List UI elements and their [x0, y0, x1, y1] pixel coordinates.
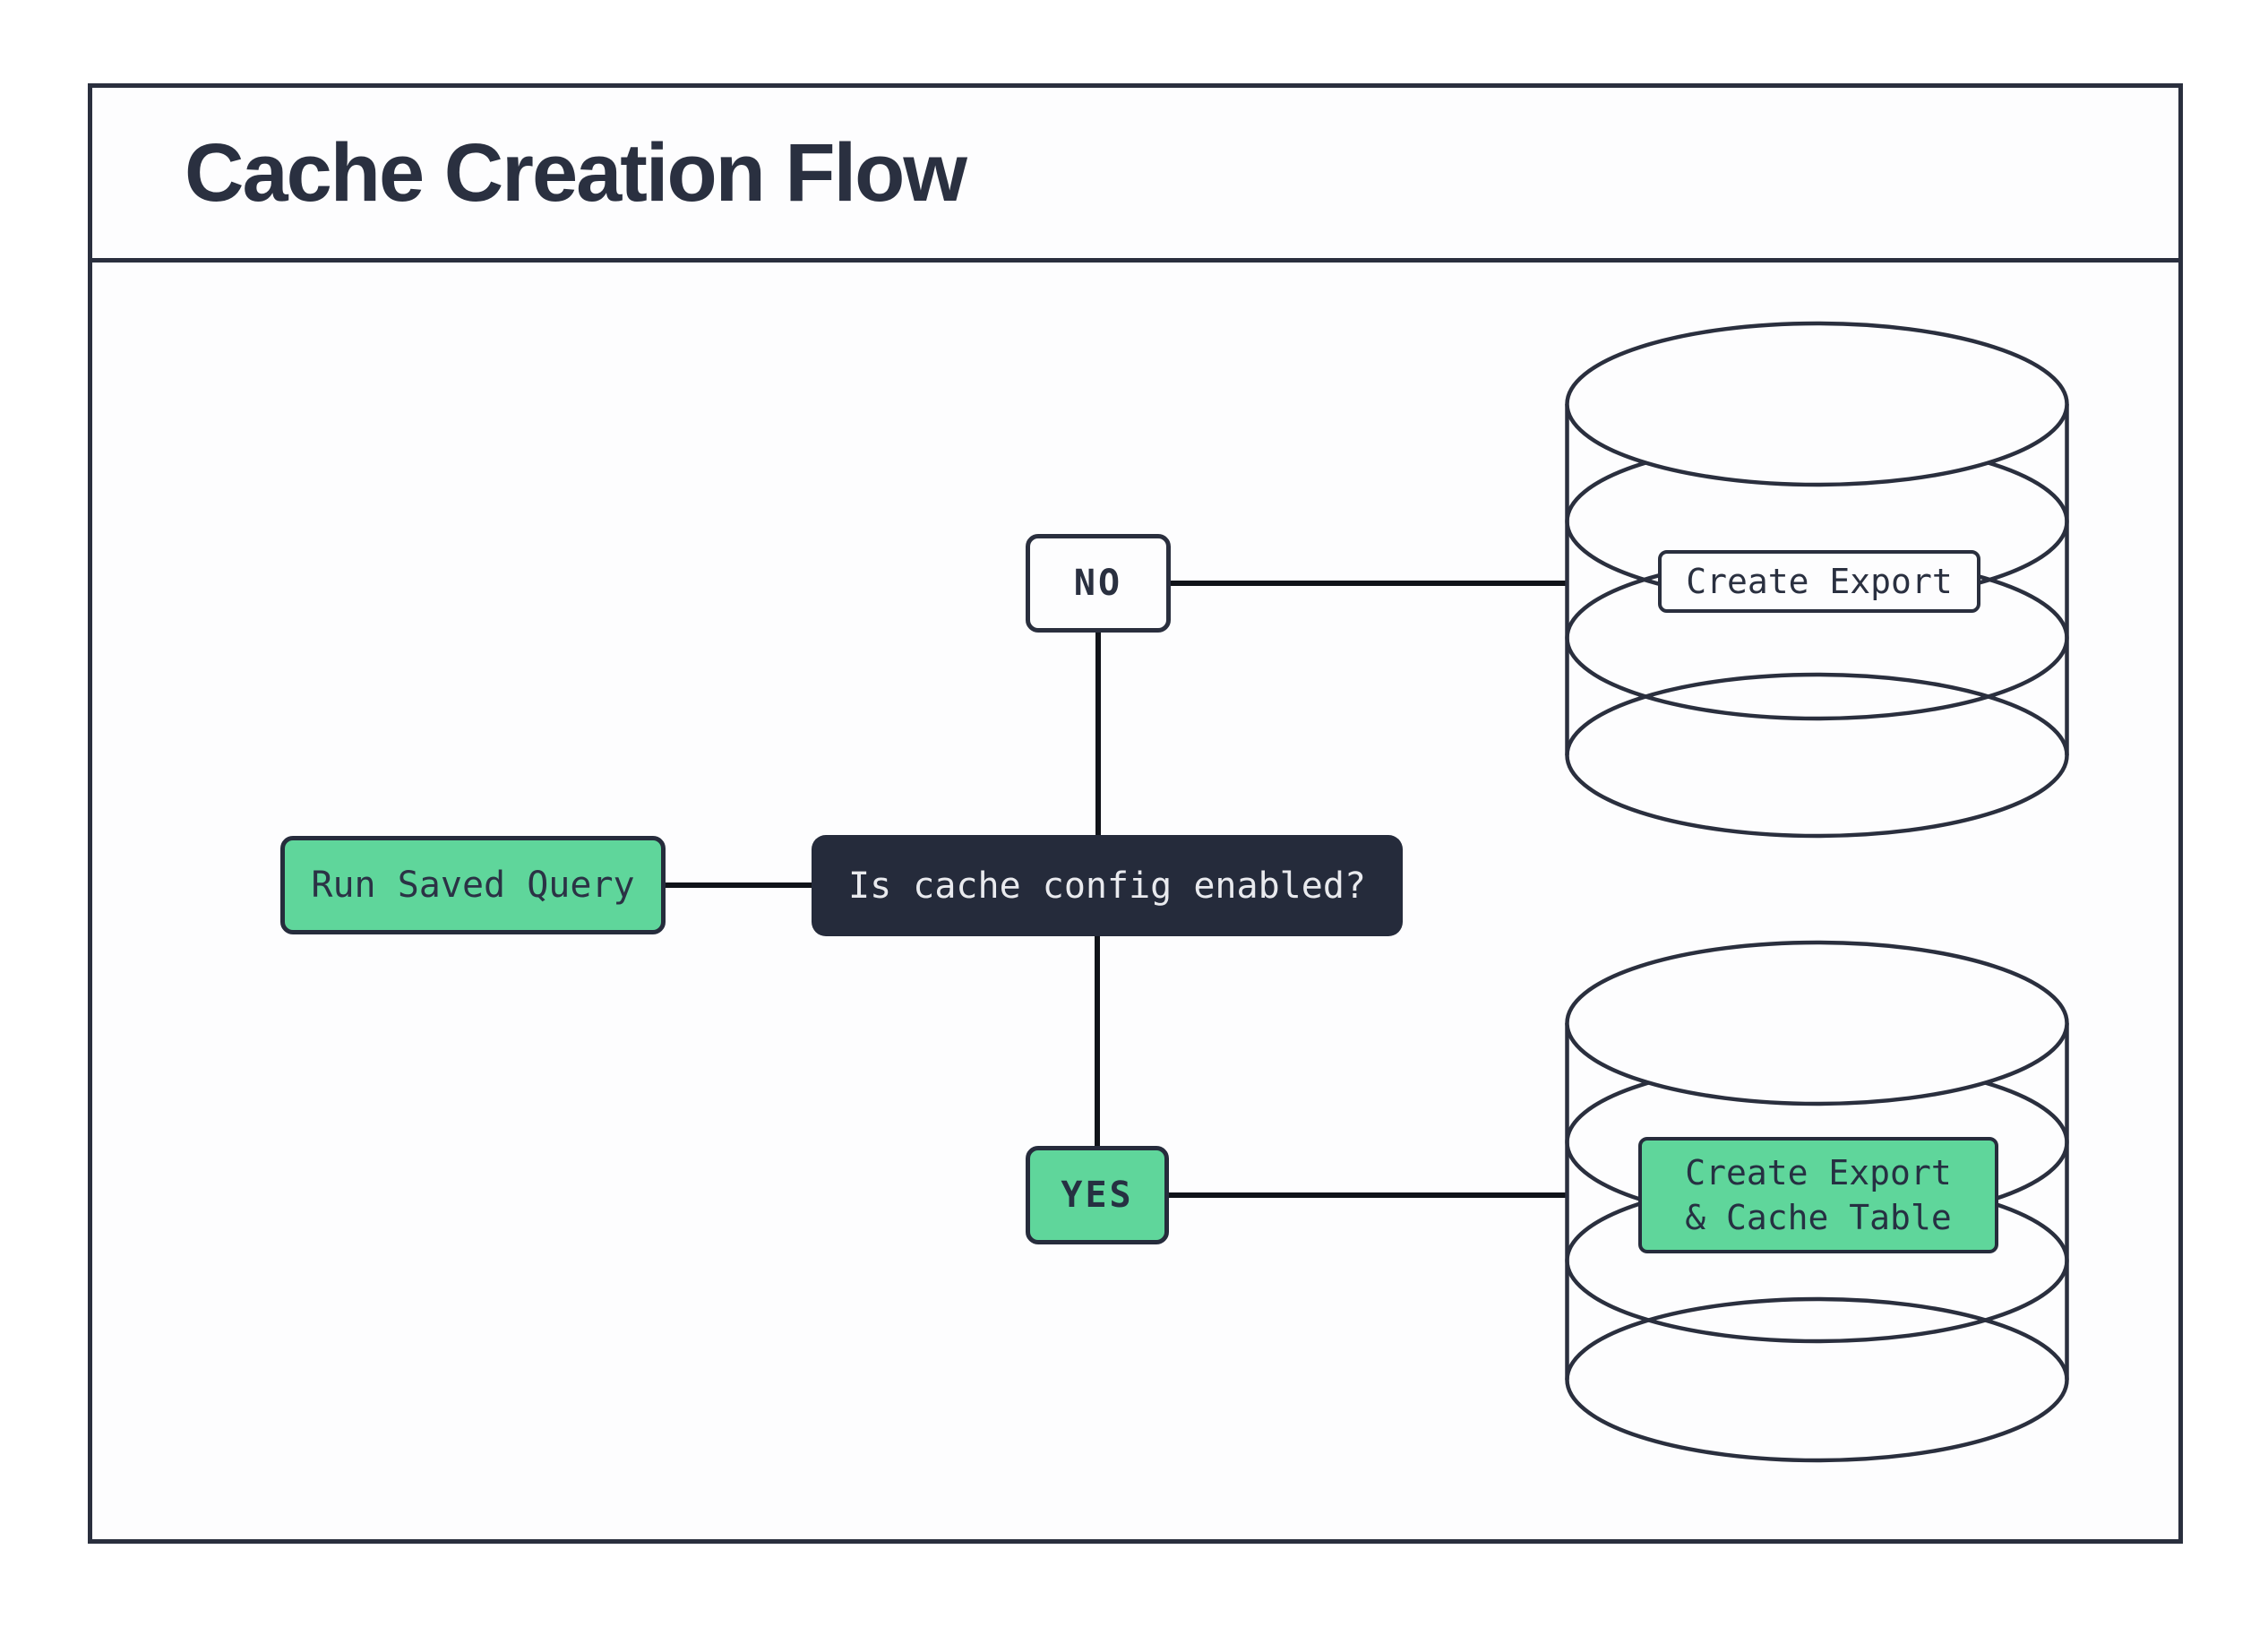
- node-create-export-cache-table: Create Export & Cache Table: [1638, 1137, 1998, 1253]
- diagram-frame: Cache Creation Flow: [88, 83, 2183, 1544]
- node-create-export: Create Export: [1658, 550, 1980, 613]
- branch-label-no: NO: [1026, 534, 1171, 633]
- node-cache-config-decision: Is cache config enabled?: [812, 835, 1403, 936]
- title-bar: Cache Creation Flow: [92, 88, 2178, 263]
- page-title: Cache Creation Flow: [185, 126, 967, 219]
- node-run-saved-query: Run Saved Query: [280, 836, 666, 934]
- branch-label-yes: YES: [1026, 1146, 1169, 1244]
